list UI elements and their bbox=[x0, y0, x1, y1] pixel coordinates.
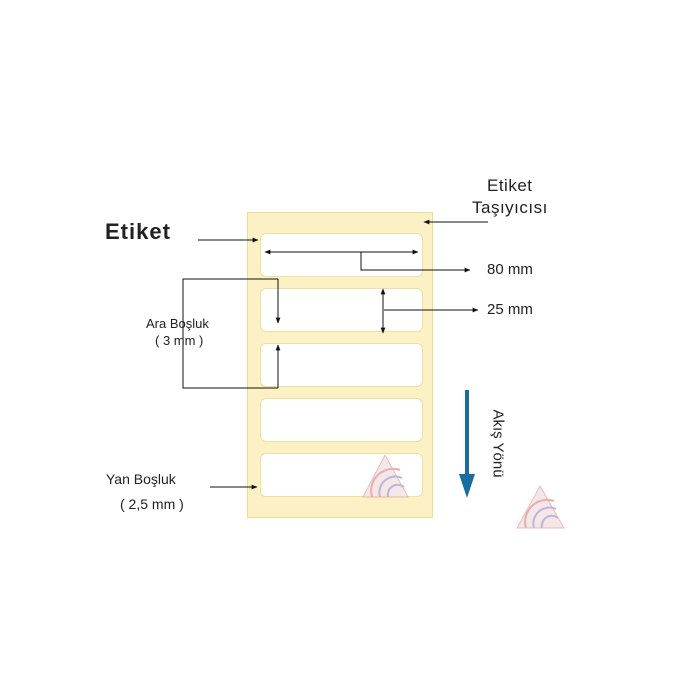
down-arrow-icon bbox=[459, 390, 475, 498]
gap-label-line1: Ara Boşluk bbox=[146, 316, 209, 331]
label-3 bbox=[260, 343, 423, 387]
side-gap-label-line1: Yan Boşluk bbox=[106, 471, 176, 487]
gap-label-line2: ( 3 mm ) bbox=[155, 333, 204, 348]
flow-direction-label: Akış Yönü bbox=[489, 409, 507, 478]
width-leader-line bbox=[360, 252, 471, 273]
height-value: 25 mm bbox=[487, 301, 533, 318]
carrier-label-line2: Taşıyıcısı bbox=[472, 198, 548, 217]
gap-bracket-line bbox=[182, 278, 278, 389]
side-gap-label-line2: ( 2,5 mm ) bbox=[120, 496, 184, 512]
label-4 bbox=[260, 398, 423, 442]
width-value: 80 mm bbox=[487, 261, 533, 278]
watermark-logo-icon bbox=[516, 484, 565, 529]
carrier-label-line1: Etiket bbox=[487, 176, 533, 195]
watermark-logo-icon bbox=[362, 453, 409, 498]
etiket-label: Etiket bbox=[105, 219, 171, 244]
